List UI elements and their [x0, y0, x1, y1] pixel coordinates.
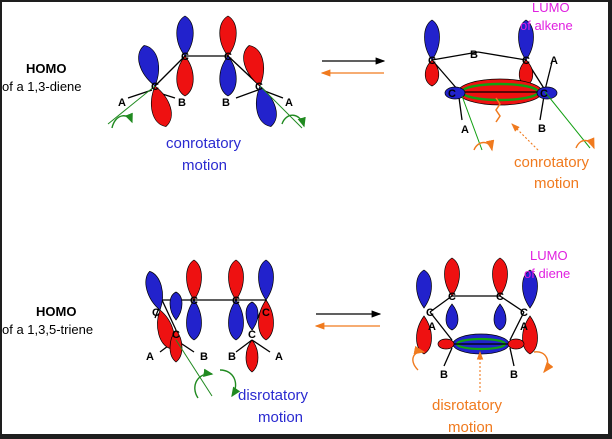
rotation-arrow-icon — [473, 139, 495, 152]
lobe-lower-3 — [493, 303, 507, 331]
carbon-label: C — [248, 329, 256, 341]
top-product-motion-word: conrotatory — [514, 154, 590, 171]
bottom-product-motion-noun: motion — [448, 419, 493, 436]
carbon-label: C — [255, 81, 263, 93]
substituent-a-label: A — [461, 124, 469, 136]
rotation-arrow-icon — [194, 368, 214, 399]
lobe-upper-3 — [492, 257, 508, 297]
bottom-motion-noun: motion — [258, 409, 303, 426]
rotation-arrow-icon — [575, 137, 595, 150]
small-lobe-left — [437, 338, 455, 350]
top-product-motion-noun: motion — [534, 175, 579, 192]
lobe-pair-c2 — [186, 259, 202, 341]
rotation-arrow-icon — [281, 114, 306, 128]
lobe-pair-c1 — [145, 270, 175, 350]
carbon-label: C — [224, 51, 232, 63]
carbon-label: C — [540, 88, 548, 100]
substituent-a-label: A — [275, 351, 283, 363]
lobe-pair-c3 — [219, 15, 237, 97]
carbon-label: C — [522, 55, 530, 67]
lobe-upper-right — [518, 19, 534, 61]
lobe-pair-c2 — [176, 15, 194, 97]
substituent-b-label: B — [470, 49, 478, 61]
bottom-left-triene-homo: C C C C C C A B B A — [145, 259, 283, 399]
lobe-upper-left — [424, 19, 440, 61]
lobe-upper-2 — [444, 257, 460, 297]
carbon-label: C — [151, 81, 159, 93]
lobe-lower-left — [424, 59, 440, 87]
bottom-motion-word: disrotatory — [238, 387, 309, 404]
carbon-label: C — [448, 88, 456, 100]
lobe-lower-4 — [522, 315, 538, 355]
carbon-label: C — [262, 307, 270, 319]
top-homo-title: HOMO — [26, 61, 66, 76]
lobe-pair-c3 — [228, 259, 244, 341]
substituent-b-label: B — [510, 369, 518, 381]
substituent-a-label: A — [520, 321, 528, 333]
substituent-b-label: B — [178, 97, 186, 109]
carbon-label: C — [448, 291, 456, 303]
top-left-diene-homo: C C C C A B B A — [107, 15, 306, 129]
interaction-squiggle-icon — [495, 97, 501, 123]
substituent-a-label: A — [146, 351, 154, 363]
carbon-label: C — [428, 55, 436, 67]
rotation-arrow-icon — [219, 369, 241, 398]
lobe-pair-c1 — [138, 45, 172, 127]
small-lobe-right — [536, 86, 558, 100]
carbon-label: C — [172, 329, 180, 341]
substituent-a-label: A — [285, 97, 293, 109]
substituent-a-label: A — [118, 97, 126, 109]
rotation-arrow-icon — [533, 351, 554, 374]
lobe-pair-c5 — [245, 301, 259, 373]
carbon-label: C — [232, 295, 240, 307]
substituent-b-label: B — [200, 351, 208, 363]
top-lumo-subtitle: of alkene — [520, 18, 573, 33]
bottom-homo-title: HOMO — [36, 304, 76, 319]
top-right-cyclobutene-lumo: C C C C B A A B — [424, 19, 595, 152]
pointer-arrow-icon — [511, 123, 539, 151]
bottom-homo-subtitle: of a 1,3,5-triene — [2, 322, 93, 337]
carbon-label: C — [152, 307, 160, 319]
lobe-lower-2 — [445, 303, 459, 331]
carbon-label: C — [496, 291, 504, 303]
substituent-b-label: B — [538, 123, 546, 135]
bottom-lumo-title: LUMO — [530, 248, 568, 263]
lobe-upper-1 — [416, 269, 432, 309]
carbon-label: C — [520, 307, 528, 319]
carbon-label: C — [426, 307, 434, 319]
rotation-arrow-icon — [111, 112, 133, 129]
substituent-a-label: A — [428, 321, 436, 333]
carbon-label: C — [190, 295, 198, 307]
substituent-a-label: A — [550, 55, 558, 67]
lobe-pair-c1b — [169, 291, 183, 363]
bottom-right-cyclohexadiene-lumo: C C C C A A B B — [412, 257, 554, 392]
lobe-pair-c4 — [258, 259, 274, 341]
small-lobe-left — [444, 86, 466, 100]
substituent-b-label: B — [222, 97, 230, 109]
substituent-b-label: B — [228, 351, 236, 363]
rotation-arrow-icon — [412, 345, 426, 371]
diagram-frame — [2, 2, 608, 434]
small-lobe-right — [507, 338, 525, 350]
top-motion-noun: motion — [182, 157, 227, 174]
substituent-b-label: B — [440, 369, 448, 381]
lobe-upper-4 — [522, 269, 538, 309]
carbon-label: C — [181, 51, 189, 63]
top-homo-subtitle: of a 1,3-diene — [2, 79, 82, 94]
bottom-lumo-subtitle: of diene — [524, 266, 570, 281]
bottom-product-motion-word: disrotatory — [432, 397, 503, 414]
top-motion-word: conrotatory — [166, 135, 242, 152]
lobe-pair-c4 — [243, 45, 277, 127]
top-lumo-title: LUMO — [532, 0, 570, 15]
